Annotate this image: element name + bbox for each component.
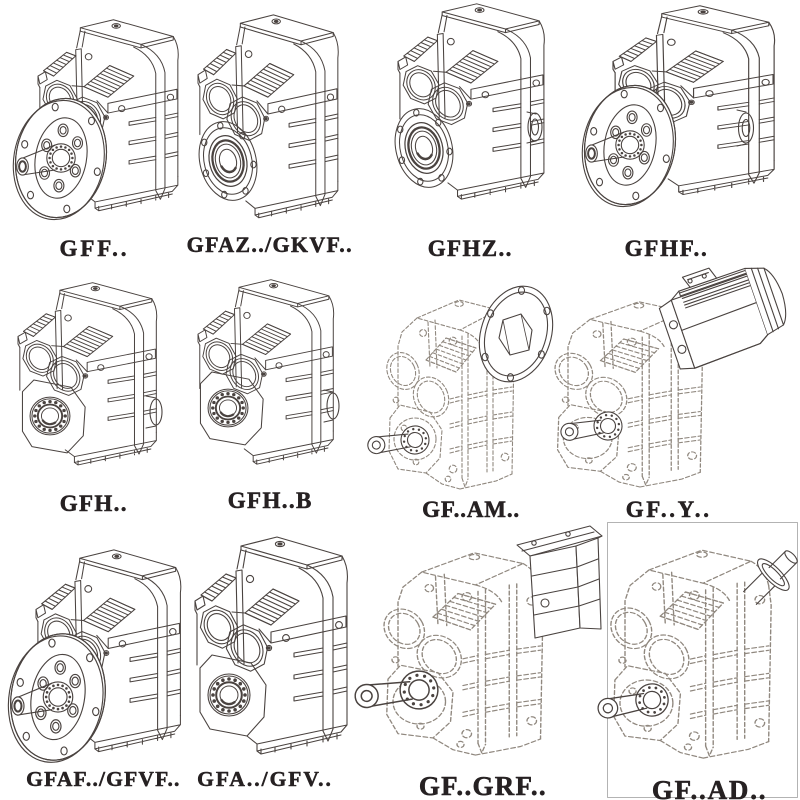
svg-text:GFH..B: GFH..B (228, 488, 313, 513)
svg-text:GFAZ../GKVF..: GFAZ../GKVF.. (187, 232, 353, 257)
svg-text:GF..AD..: GF..AD.. (652, 775, 768, 800)
svg-text:GFHF..: GFHF.. (625, 236, 709, 261)
svg-text:GFA../GFV..: GFA../GFV.. (197, 767, 333, 791)
svg-text:GF..Y..: GF..Y.. (626, 497, 712, 522)
svg-text:GFF..: GFF.. (60, 236, 130, 261)
svg-text:GF..AM..: GF..AM.. (422, 497, 520, 522)
svg-text:GFAF../GFVF..: GFAF../GFVF.. (26, 767, 180, 791)
svg-text:GF..GRF..: GF..GRF.. (419, 771, 547, 800)
svg-text:GFH..: GFH.. (60, 491, 128, 516)
svg-text:GFHZ..: GFHZ.. (428, 236, 513, 261)
